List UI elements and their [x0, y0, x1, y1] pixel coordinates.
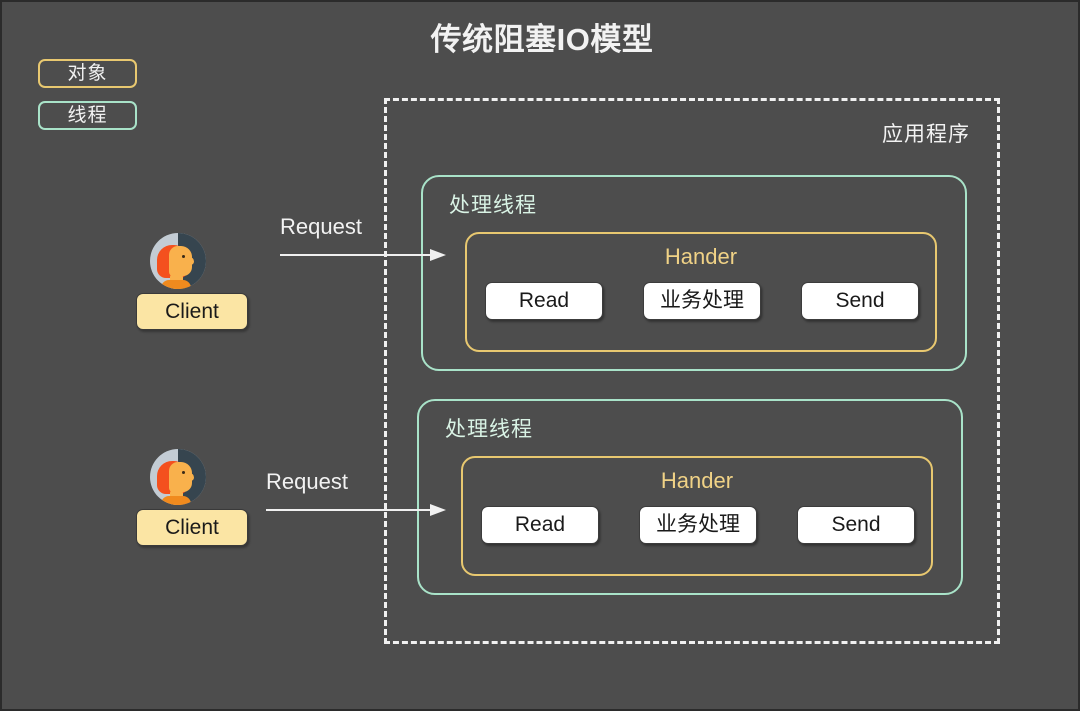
handler-box-2: Hander Read 业务处理 Send: [461, 456, 933, 576]
handler-2-step-business[interactable]: 业务处理: [639, 506, 757, 544]
handler-2-step-read[interactable]: Read: [481, 506, 599, 544]
client-1-avatar-icon: [150, 233, 206, 289]
handler-1-step-read[interactable]: Read: [485, 282, 603, 320]
thread-box-2-label: 处理线程: [445, 418, 533, 441]
handler-1-step-row: Read 业务处理 Send: [467, 282, 935, 322]
handler-box-1-label: Hander: [664, 244, 738, 269]
application-container: 应用程序 处理线程 Hander Read 业务处理 Send 处理线程 Han…: [384, 98, 1000, 644]
thread-box-2: 处理线程 Hander Read 业务处理 Send: [417, 399, 963, 595]
thread-box-1: 处理线程 Hander Read 业务处理 Send: [421, 175, 967, 371]
handler-2-step-send[interactable]: Send: [797, 506, 915, 544]
handler-2-step-row: Read 业务处理 Send: [463, 506, 931, 546]
client-1-label[interactable]: Client: [136, 293, 248, 330]
thread-box-1-label: 处理线程: [449, 194, 537, 217]
request-arrow-2-label: Request: [266, 469, 348, 494]
arrow-right-icon: [266, 504, 446, 516]
legend-item-object: 对象: [38, 59, 137, 88]
legend-item-object-label: 对象: [67, 63, 108, 84]
handler-box-2-label: Hander: [660, 468, 734, 493]
arrow-right-icon: [280, 249, 446, 261]
handler-box-1: Hander Read 业务处理 Send: [465, 232, 937, 352]
client-2-avatar-icon: [150, 449, 206, 505]
handler-1-step-business[interactable]: 业务处理: [643, 282, 761, 320]
handler-1-step-send[interactable]: Send: [801, 282, 919, 320]
request-arrow-1-label: Request: [280, 214, 362, 239]
legend-item-thread-label: 线程: [67, 105, 108, 126]
page-title: 传统阻塞IO模型: [430, 22, 654, 57]
application-label: 应用程序: [882, 123, 970, 146]
client-2-label[interactable]: Client: [136, 509, 248, 546]
legend-item-thread: 线程: [38, 101, 137, 130]
